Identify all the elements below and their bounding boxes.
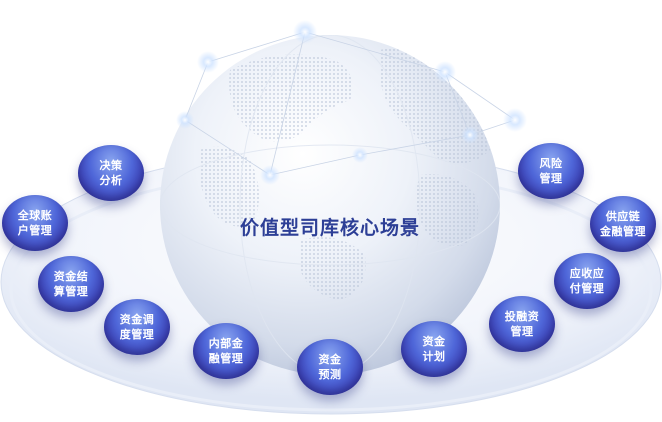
node-receivable: 应收应付管理	[554, 253, 620, 309]
node-label: 金融管理	[600, 225, 646, 238]
node-label: 资金	[422, 335, 446, 348]
node-label: 预测	[318, 368, 342, 381]
node-label: 资金调	[119, 313, 155, 326]
node-forecast: 资金预测	[297, 339, 363, 395]
node-label: 付管理	[569, 282, 605, 295]
node-investment: 投融资管理	[489, 296, 555, 352]
node-decision-analysis: 决策分析	[78, 145, 144, 201]
node-label: 全球账	[17, 209, 53, 222]
node-label: 分析	[99, 174, 123, 187]
node-label: 资金结	[53, 270, 89, 283]
node-label: 融管理	[208, 352, 244, 365]
node-label: 风险	[539, 157, 563, 170]
diagram-title: 价值型司库核心场景	[239, 217, 420, 239]
node-global-account: 全球账户管理	[2, 195, 68, 251]
node-label: 决策	[99, 159, 123, 172]
node-label: 资金	[318, 353, 342, 366]
node-settlement: 资金结算管理	[38, 256, 104, 312]
node-label: 管理	[510, 325, 534, 338]
node-label: 应收应	[569, 267, 605, 280]
node-label: 投融资	[504, 310, 540, 323]
node-label: 计划	[422, 350, 446, 363]
node-label: 度管理	[119, 328, 155, 341]
node-label: 户管理	[17, 224, 53, 237]
node-internal-finance: 内部金融管理	[193, 323, 259, 379]
node-supply-chain: 供应链金融管理	[590, 196, 656, 252]
node-label: 管理	[539, 172, 563, 185]
node-allocation: 资金调度管理	[104, 299, 170, 355]
node-label: 供应链	[605, 210, 641, 223]
node-label: 算管理	[53, 285, 89, 298]
node-risk: 风险管理	[518, 143, 584, 199]
node-label: 内部金	[208, 337, 244, 350]
node-plan: 资金计划	[401, 321, 467, 377]
